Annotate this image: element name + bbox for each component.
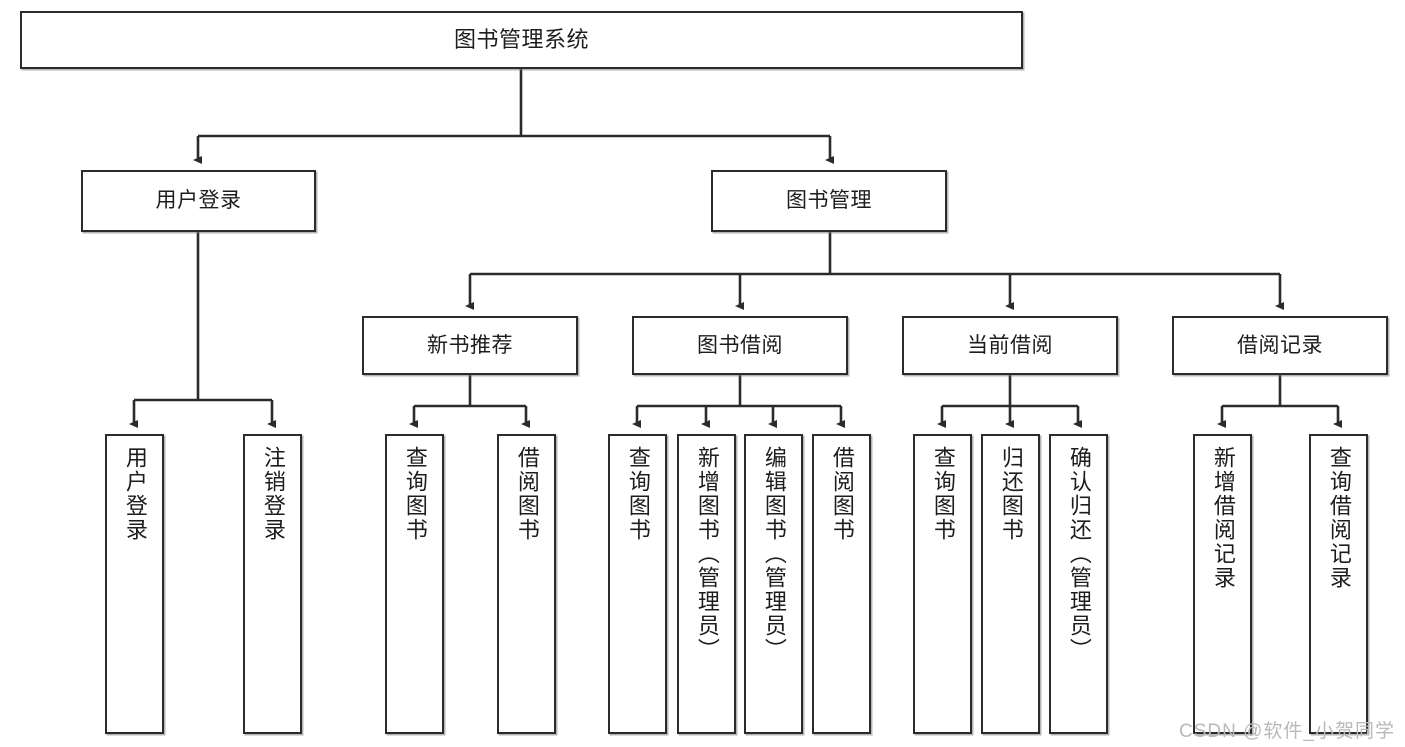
node-borrow-record[interactable]: 借阅记录 — [1172, 316, 1388, 375]
node-label: 新增借阅记录 — [1210, 446, 1236, 590]
node-label: 用户登录 — [155, 189, 242, 213]
leaf-new-book-borrow[interactable]: 借阅图书 — [497, 434, 556, 734]
leaf-book-borrow-query[interactable]: 查询图书 — [608, 434, 667, 734]
leaf-book-borrow-add[interactable]: 新增图书（管理员） — [677, 434, 736, 734]
leaf-new-book-query[interactable]: 查询图书 — [385, 434, 444, 734]
node-label: 图书借阅 — [697, 333, 783, 357]
leaf-borrow-record-add[interactable]: 新增借阅记录 — [1193, 434, 1252, 734]
leaf-borrow-record-query[interactable]: 查询借阅记录 — [1309, 434, 1368, 734]
node-label: 新书推荐 — [427, 333, 513, 357]
node-label: 当前借阅 — [967, 333, 1053, 357]
watermark: CSDN @软件_小贺同学 — [1179, 721, 1395, 742]
leaf-user-login-logout[interactable]: 注销登录 — [243, 434, 302, 734]
node-label: 查询图书 — [930, 446, 956, 542]
node-book-management[interactable]: 图书管理 — [711, 170, 947, 232]
node-label: 图书管理系统 — [453, 26, 589, 52]
leaf-current-borrow-confirm-return[interactable]: 确认归还（管理员） — [1049, 434, 1108, 734]
leaf-current-borrow-query[interactable]: 查询图书 — [913, 434, 972, 734]
node-user-login[interactable]: 用户登录 — [81, 170, 316, 232]
node-label: 查询图书 — [402, 446, 428, 542]
node-root-system[interactable]: 图书管理系统 — [20, 11, 1023, 69]
node-label: 借阅记录 — [1237, 333, 1323, 357]
node-label: 用户登录 — [122, 446, 148, 542]
node-label: 图书管理 — [786, 189, 872, 213]
leaf-book-borrow-edit[interactable]: 编辑图书（管理员） — [744, 434, 803, 734]
node-label: 新增图书（管理员） — [694, 446, 720, 662]
node-label: 借阅图书 — [829, 446, 855, 542]
node-label: 归还图书 — [998, 446, 1024, 542]
node-new-book-recommend[interactable]: 新书推荐 — [362, 316, 578, 375]
node-label: 借阅图书 — [514, 446, 540, 542]
node-label: 编辑图书（管理员） — [761, 446, 787, 662]
node-label: 注销登录 — [260, 446, 286, 542]
node-label: 确认归还（管理员） — [1066, 446, 1092, 662]
node-book-borrow[interactable]: 图书借阅 — [632, 316, 848, 375]
node-label: 查询图书 — [625, 446, 651, 542]
leaf-book-borrow-borrow[interactable]: 借阅图书 — [812, 434, 871, 734]
leaf-user-login-login[interactable]: 用户登录 — [105, 434, 164, 734]
node-label: 查询借阅记录 — [1326, 446, 1352, 590]
node-current-borrow[interactable]: 当前借阅 — [902, 316, 1118, 375]
leaf-current-borrow-return[interactable]: 归还图书 — [981, 434, 1040, 734]
